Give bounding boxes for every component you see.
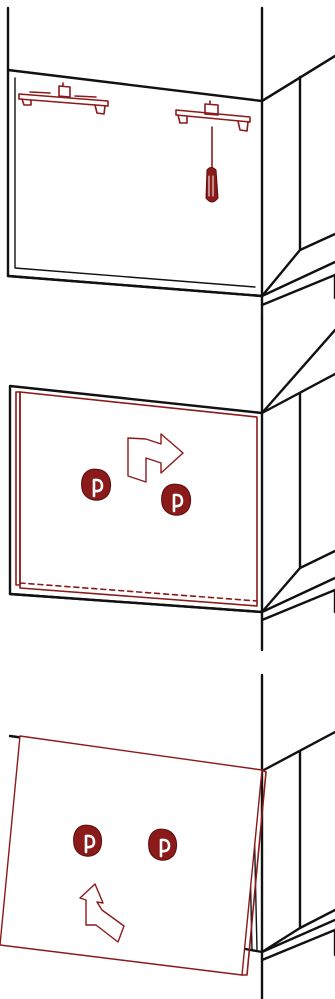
column-upper-2 (262, 318, 335, 413)
suction-cup-right-3 (149, 829, 177, 860)
suction-cup-left (82, 469, 111, 500)
column-upper-3 (262, 675, 335, 771)
suction-cup-left-3 (74, 825, 102, 856)
cabinet-box-1 (8, 56, 335, 305)
suction-cup-right (162, 484, 191, 515)
step-2-panel (10, 318, 335, 650)
column-lower-3 (262, 930, 335, 999)
step-3-panel (0, 675, 335, 999)
front-panel-tilted (0, 736, 266, 975)
step-1-panel (8, 8, 335, 318)
